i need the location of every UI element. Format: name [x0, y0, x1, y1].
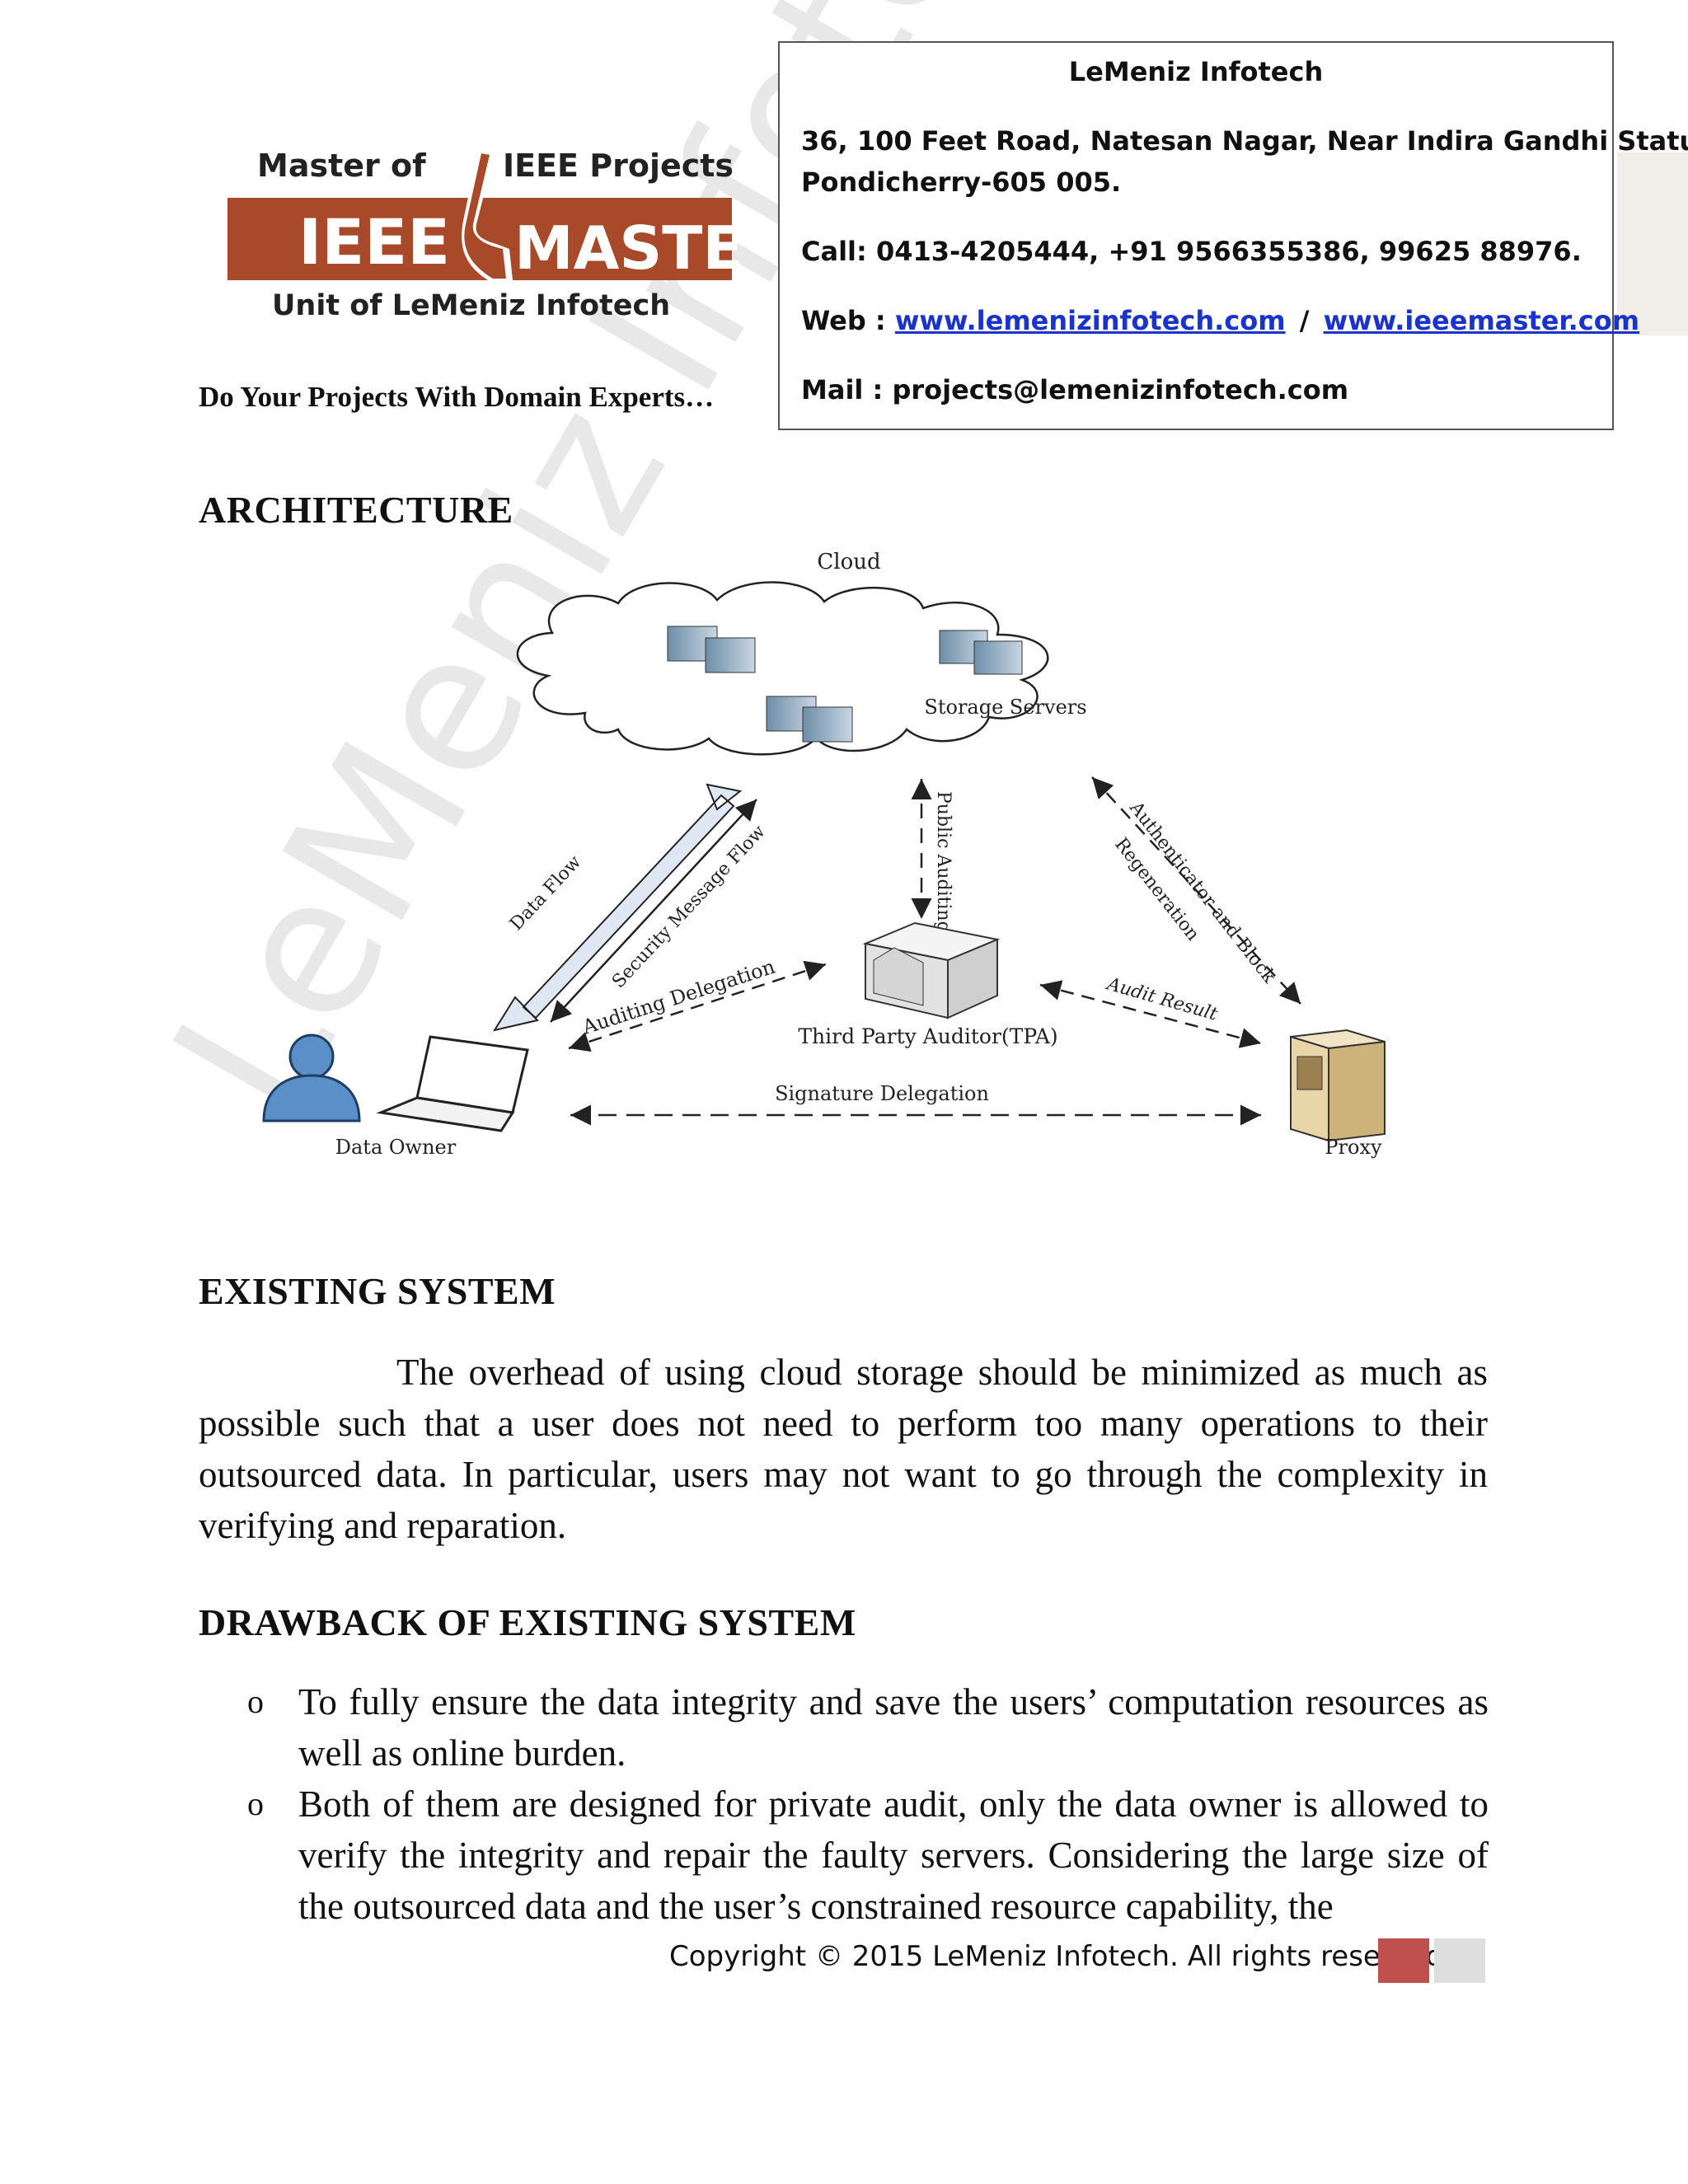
existing-system-paragraph: The overhead of using cloud storage shou… [199, 1352, 1488, 1546]
auditing-delegation-label: Auditing Delegation [579, 955, 777, 1039]
bullet-mark: o [247, 1785, 264, 1822]
side-decoration [1617, 152, 1688, 335]
public-auditing-label: Public Auditing [933, 791, 954, 933]
bullet-mark: o [247, 1683, 264, 1720]
logo-top-right: IEEE Projects [503, 148, 734, 184]
contact-box: LeMeniz Infotech 36, 100 Feet Road, Nate… [778, 41, 1688, 430]
logo-top-left: Master of [257, 148, 426, 184]
address-line-2: Pondicherry-605 005. [801, 166, 1122, 198]
laptop-icon [376, 1035, 529, 1132]
server-rack-icon [667, 626, 1023, 743]
logo-left-word: IEEE [298, 205, 450, 279]
web-label: Web : [801, 305, 886, 336]
proxy-server-icon [1290, 1029, 1386, 1142]
footer-red-block [1378, 1938, 1429, 1983]
cloud-shape [516, 581, 1049, 756]
existing-system-heading: EXISTING SYSTEM [199, 1270, 556, 1312]
architecture-diagram: Cloud Storage Servers Public Auditing Da… [262, 550, 1386, 1159]
company-name: LeMeniz Infotech [1068, 56, 1324, 87]
footer-grey-block [1434, 1938, 1485, 1983]
web-separator: / [1299, 305, 1310, 336]
web-link-ieeemaster[interactable]: www.ieeemaster.com [1323, 305, 1640, 336]
tpa-server-icon [862, 921, 1001, 1019]
data-flow-label: Data Flow [506, 851, 585, 935]
mail-address: Mail : projects@lemenizinfotech.com [801, 374, 1349, 405]
user-icon [262, 1033, 361, 1122]
call-numbers: Call: 0413-4205444, +91 9566355386, 9962… [801, 236, 1582, 267]
list-item: o Both of them are designed for private … [247, 1779, 1489, 1932]
drawback-heading: DRAWBACK OF EXISTING SYSTEM [199, 1601, 856, 1643]
architecture-heading: ARCHITECTURE [199, 489, 513, 531]
logo-right-word: MASTER [514, 213, 743, 283]
address-line-1: 36, 100 Feet Road, Natesan Nagar, Near I… [801, 125, 1688, 157]
data-owner-label: Data Owner [335, 1136, 457, 1159]
drawback-list: o To fully ensure the data integrity and… [247, 1676, 1489, 1932]
web-row: Web : www.lemenizinfotech.com / www.ieee… [801, 305, 1639, 336]
proxy-label: Proxy [1325, 1136, 1382, 1159]
ieee-master-logo: Master of IEEE Projects IEEE MASTER Unit… [227, 148, 743, 322]
signature-delegation-label: Signature Delegation [775, 1082, 989, 1105]
list-item: o To fully ensure the data integrity and… [247, 1676, 1489, 1779]
audit-result-label: Audit Result [1103, 973, 1220, 1025]
storage-servers-label: Storage Servers [924, 696, 1086, 719]
cloud-label: Cloud [817, 550, 880, 574]
tagline: Do Your Projects With Domain Experts… [199, 381, 715, 413]
tpa-label: Third Party Auditor(TPA) [798, 1024, 1057, 1048]
web-link-lemeniz[interactable]: www.lemenizinfotech.com [894, 305, 1286, 336]
logo-bottom: Unit of LeMeniz Infotech [272, 289, 670, 322]
copyright-footer: Copyright © 2015 LeMeniz Infotech. All r… [669, 1940, 1444, 1973]
